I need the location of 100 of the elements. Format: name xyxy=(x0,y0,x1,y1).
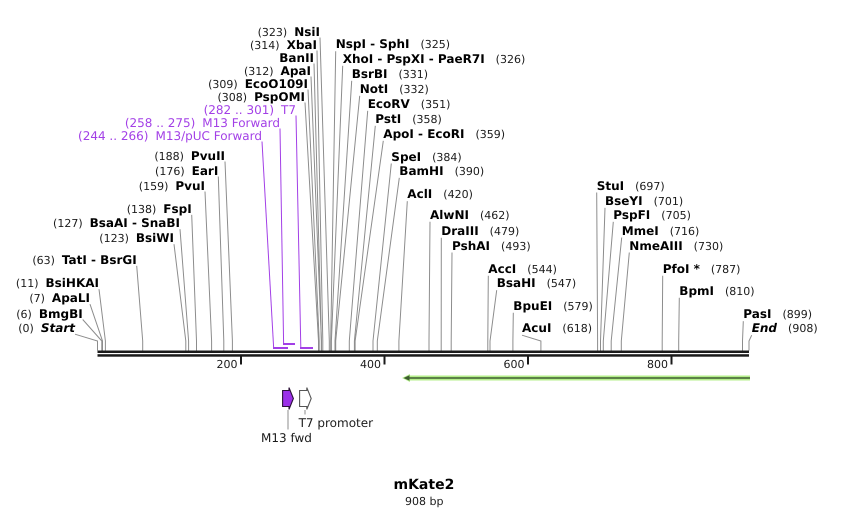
leader-line xyxy=(280,128,284,344)
site-label: AlwNI (462) xyxy=(430,206,510,222)
leader-line xyxy=(136,265,144,351)
site-label: AcuI (618) xyxy=(522,320,592,336)
site-label: BamHI (390) xyxy=(399,162,484,178)
leader-line xyxy=(224,161,233,351)
leader-line xyxy=(330,50,336,351)
site-label: PspFI (705) xyxy=(613,206,691,222)
leader-line xyxy=(487,275,489,351)
leader-line xyxy=(334,80,352,351)
primer-label: (244 .. 266) M13/pUC Forward xyxy=(78,128,262,142)
leader-line xyxy=(314,63,322,351)
site-label: BsrBI (331) xyxy=(352,66,428,81)
leader-line xyxy=(204,191,212,351)
site-label: DraIII (479) xyxy=(441,222,520,238)
leader-line xyxy=(742,320,744,351)
leader-line xyxy=(428,221,430,351)
leader-line xyxy=(335,95,360,351)
site-label: BanII xyxy=(279,50,314,64)
feature-label: T7 promoter xyxy=(298,414,374,430)
site-label: NmeAIII (730) xyxy=(629,238,724,252)
site-label: PfoI * (787) xyxy=(662,260,740,276)
primer-label: (258 .. 275) M13 Forward xyxy=(124,114,280,130)
site-label: End (908) xyxy=(752,320,818,336)
site-label: BsaHI (547) xyxy=(496,275,576,290)
site-label: (159) PvuI xyxy=(138,178,205,192)
site-label: PshAI (493) xyxy=(452,238,531,252)
leader-line xyxy=(304,410,306,415)
site-label: BpuEI (579) xyxy=(513,298,593,313)
site-label: (123) BsiWI xyxy=(99,230,174,246)
leader-line xyxy=(218,176,224,351)
site-label: (7) ApaLI xyxy=(29,290,90,306)
leader-line xyxy=(354,125,376,351)
leader-line xyxy=(376,177,400,351)
site-label: (63) TatI - BsrGI xyxy=(32,252,137,267)
site-label: XhoI - PspXI - PaeR7I (326) xyxy=(342,50,526,66)
site-label: AccI (544) xyxy=(488,260,557,276)
leader-line xyxy=(348,110,368,351)
leader-line xyxy=(620,252,630,351)
site-label: BseYI (701) xyxy=(605,192,684,208)
site-label: PasI (899) xyxy=(743,306,812,322)
site-label: (0) Start xyxy=(18,320,75,336)
site-label: SpeI (384) xyxy=(391,148,462,164)
site-label: ApoI - EcoRI (359) xyxy=(383,126,506,141)
site-label: MmeI (716) xyxy=(622,222,700,238)
site-label: (323) NsiI xyxy=(258,24,320,38)
leader-line xyxy=(372,163,392,351)
leader-line xyxy=(98,288,106,351)
leader-line xyxy=(316,50,324,351)
site-label: (11) BsiHKAI xyxy=(16,275,99,290)
leader-line xyxy=(82,319,102,351)
site-label: (312) ApaI xyxy=(244,62,311,78)
leader-line xyxy=(748,334,752,351)
site-label: AclI (420) xyxy=(407,186,473,202)
site-label: (314) XbaI xyxy=(250,36,317,52)
leader-line xyxy=(308,89,320,351)
leader-line xyxy=(74,334,98,351)
tick-label: 200 xyxy=(216,358,238,370)
leader-line xyxy=(180,228,190,351)
site-label: NotI (332) xyxy=(360,80,429,96)
site-label: (6) BmgBI xyxy=(16,306,83,320)
leader-line xyxy=(320,37,330,351)
site-label: EcoRV (351) xyxy=(368,96,450,111)
leader-line xyxy=(440,237,442,351)
leader-line xyxy=(600,207,606,351)
leader-line xyxy=(602,221,614,351)
leader-line xyxy=(354,140,384,351)
leader-line xyxy=(304,102,319,351)
leader-line xyxy=(610,237,622,351)
sequence-feature xyxy=(282,387,294,410)
site-label: (176) EarI xyxy=(155,162,218,178)
tick-label: 600 xyxy=(504,358,524,370)
leader-line xyxy=(262,141,274,348)
leader-line xyxy=(490,290,498,351)
site-label: StuI (697) xyxy=(596,178,665,192)
sequence-feature xyxy=(298,387,312,410)
site-label: (308) PspOMI xyxy=(217,88,305,104)
leader-line xyxy=(296,115,302,348)
site-label: (138) FspI xyxy=(126,200,192,216)
leader-line xyxy=(522,334,542,351)
primer-label: (282 .. 301) T7 xyxy=(204,102,296,116)
leader-line xyxy=(90,304,103,351)
leader-line xyxy=(596,192,598,351)
leader-line xyxy=(678,297,680,351)
leader-line xyxy=(512,312,514,351)
leader-line xyxy=(662,275,664,351)
tick-label: 800 xyxy=(647,358,668,370)
site-label: (188) PvuII xyxy=(154,148,225,162)
site-label: NspI - SphI (325) xyxy=(336,36,450,52)
feature-label: M13 fwd xyxy=(261,430,312,444)
leader-line xyxy=(330,65,344,351)
map-title: mKate2 xyxy=(394,477,454,494)
leader-line xyxy=(398,200,408,351)
leader-line xyxy=(174,244,186,351)
site-label: (127) BsaAI - SnaBI xyxy=(53,215,180,230)
leader-line xyxy=(191,214,197,351)
tick-label: 400 xyxy=(360,358,381,370)
site-label: PstI (358) xyxy=(375,110,442,126)
sequence-feature xyxy=(402,374,750,382)
leader-line xyxy=(450,252,452,351)
